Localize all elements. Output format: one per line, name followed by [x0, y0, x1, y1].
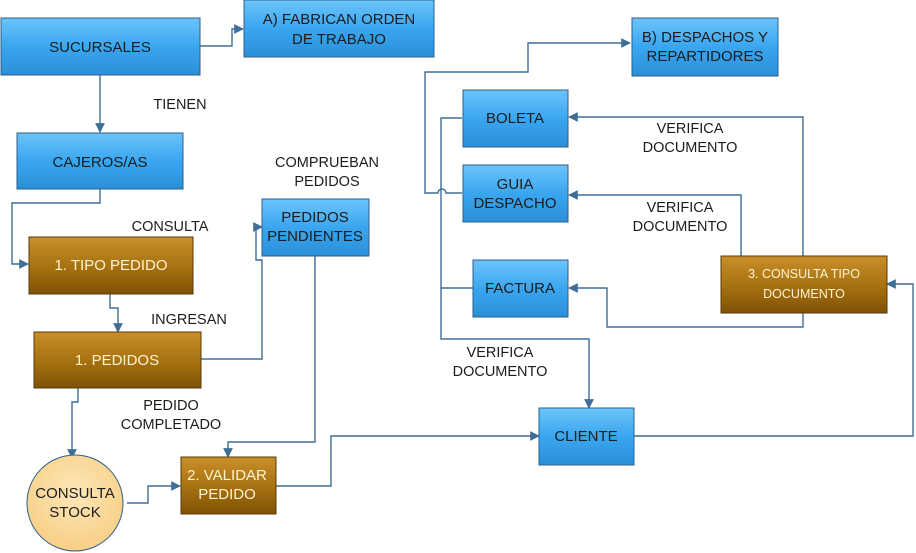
node-cliente: CLIENTE	[538, 407, 635, 466]
node-tipo-pedido: 1. TIPO PEDIDO	[28, 236, 194, 295]
edge-cliente-consulta-tipo	[634, 279, 914, 437]
edge-sucursales-fabrican	[200, 24, 244, 47]
connectors	[11, 24, 914, 504]
edge-pendientes-validar	[223, 256, 316, 458]
node-boleta-label: BOLETA	[486, 110, 544, 127]
node-sucursales-label: SUCURSALES	[49, 39, 151, 56]
node-cajeros: CAJEROS/AS	[16, 132, 184, 190]
edge-consulta-stock-validar	[127, 481, 181, 504]
edge-pedidos-pedidos-pendientes	[201, 222, 263, 360]
edge-guia-despachos	[424, 38, 631, 194]
node-pedidos-label: 1. PEDIDOS	[75, 352, 159, 369]
edge-cajeros-tipo-pedido	[11, 189, 101, 269]
node-boleta: BOLETA	[462, 89, 569, 148]
edge-consulta-tipo-guia	[568, 190, 742, 256]
edge-validar-cliente	[276, 431, 540, 487]
edge-pedidos-consulta-stock	[67, 388, 79, 459]
node-pedidos: 1. PEDIDOS	[33, 331, 202, 389]
node-factura: FACTURA	[472, 259, 569, 318]
node-cajeros-label: CAJEROS/AS	[52, 154, 147, 171]
edge-consulta-tipo-boleta	[568, 112, 804, 256]
node-sucursales: SUCURSALES	[0, 17, 201, 76]
label-consulta: CONSULTA	[132, 219, 209, 235]
edge-consulta-tipo-factura	[568, 283, 804, 328]
label-ingresan: INGRESAN	[151, 312, 227, 328]
label-tienen: TIENEN	[153, 97, 206, 113]
node-cliente-label: CLIENTE	[554, 428, 617, 445]
node-factura-label: FACTURA	[485, 280, 555, 297]
edge-tipo-pedido-pedidos	[109, 294, 123, 333]
edge-boleta-cliente	[440, 117, 594, 409]
node-tipo-pedido-label: 1. TIPO PEDIDO	[54, 257, 167, 274]
